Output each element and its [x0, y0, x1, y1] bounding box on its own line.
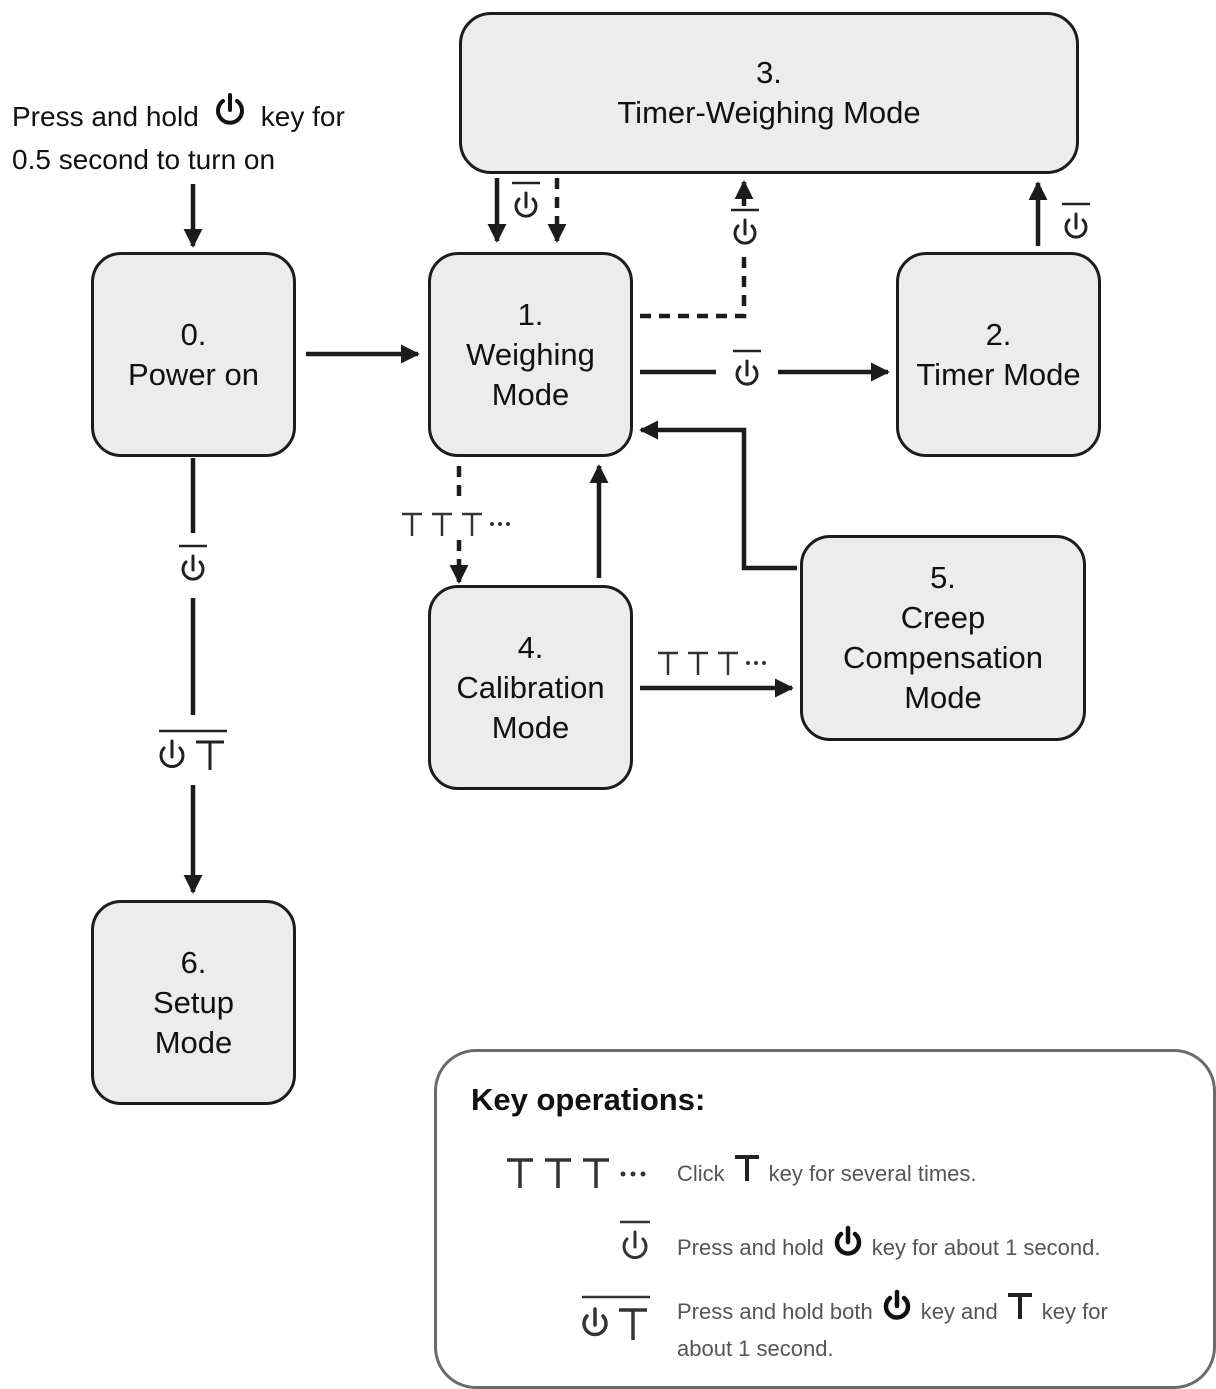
node-number: 1. — [517, 296, 544, 332]
power-on-instruction-line-2: 0.5 second to turn on — [12, 144, 276, 175]
tare-key-repeat-icon — [400, 508, 518, 538]
node-label: Creep — [900, 600, 986, 635]
node-label: Setup — [152, 984, 234, 1020]
node-number: 6. — [180, 944, 207, 980]
node-label: Compensation — [843, 640, 1043, 675]
hold-power-key-icon — [176, 543, 210, 587]
line-weighing-to-timer-weighing-dashed — [640, 256, 747, 319]
legend-title: Key operations: — [471, 1082, 706, 1117]
hold-power-and-tare-key-icon — [493, 1292, 653, 1348]
hold-power-key-icon — [509, 180, 543, 224]
hold-power-and-tare-key-icon — [156, 728, 230, 776]
node-number: 5. — [930, 560, 956, 595]
power-icon — [881, 1289, 913, 1331]
node-label: Power on — [128, 356, 259, 392]
node-calibration-mode[interactable]: 4. Calibration Mode — [428, 585, 633, 790]
node-creep-compensation-mode[interactable]: 5. Creep Compensation Mode — [800, 535, 1086, 741]
node-number: 2. — [985, 316, 1012, 352]
power-icon — [832, 1225, 864, 1267]
tare-key-repeat-icon — [656, 647, 774, 677]
tare-key-repeat-icon — [493, 1152, 653, 1192]
hold-power-key-icon — [493, 1218, 653, 1266]
legend-description-line-2: about 1 second. — [677, 1336, 834, 1361]
node-label: Calibration — [456, 669, 605, 705]
node-label: Mode — [904, 680, 982, 715]
node-number: 0. — [180, 316, 207, 352]
node-label: Mode — [491, 376, 570, 412]
hold-power-key-icon — [728, 207, 762, 251]
hold-power-key-icon — [730, 348, 764, 392]
node-weighing-mode[interactable]: 1. Weighing Mode — [428, 252, 633, 457]
power-icon — [213, 92, 247, 137]
node-timer-mode[interactable]: 2. Timer Mode — [896, 252, 1101, 457]
tare-key-icon — [733, 1153, 761, 1191]
arrow-creep-to-weighing — [639, 420, 797, 571]
node-label: Mode — [154, 1024, 233, 1060]
node-number: 3. — [756, 55, 782, 90]
node-label: Timer Mode — [916, 356, 1081, 392]
node-label: Weighing — [466, 336, 595, 372]
hold-power-key-icon — [1059, 201, 1093, 245]
node-power-on[interactable]: 0. Power on — [91, 252, 296, 457]
node-timer-weighing-mode[interactable]: 3. Timer-Weighing Mode — [459, 12, 1079, 174]
node-setup-mode[interactable]: 6. Setup Mode — [91, 900, 296, 1105]
node-number: 4. — [517, 629, 544, 665]
node-label: Mode — [491, 709, 570, 745]
node-label: Timer-Weighing Mode — [617, 95, 921, 130]
tare-key-icon — [1006, 1291, 1034, 1329]
